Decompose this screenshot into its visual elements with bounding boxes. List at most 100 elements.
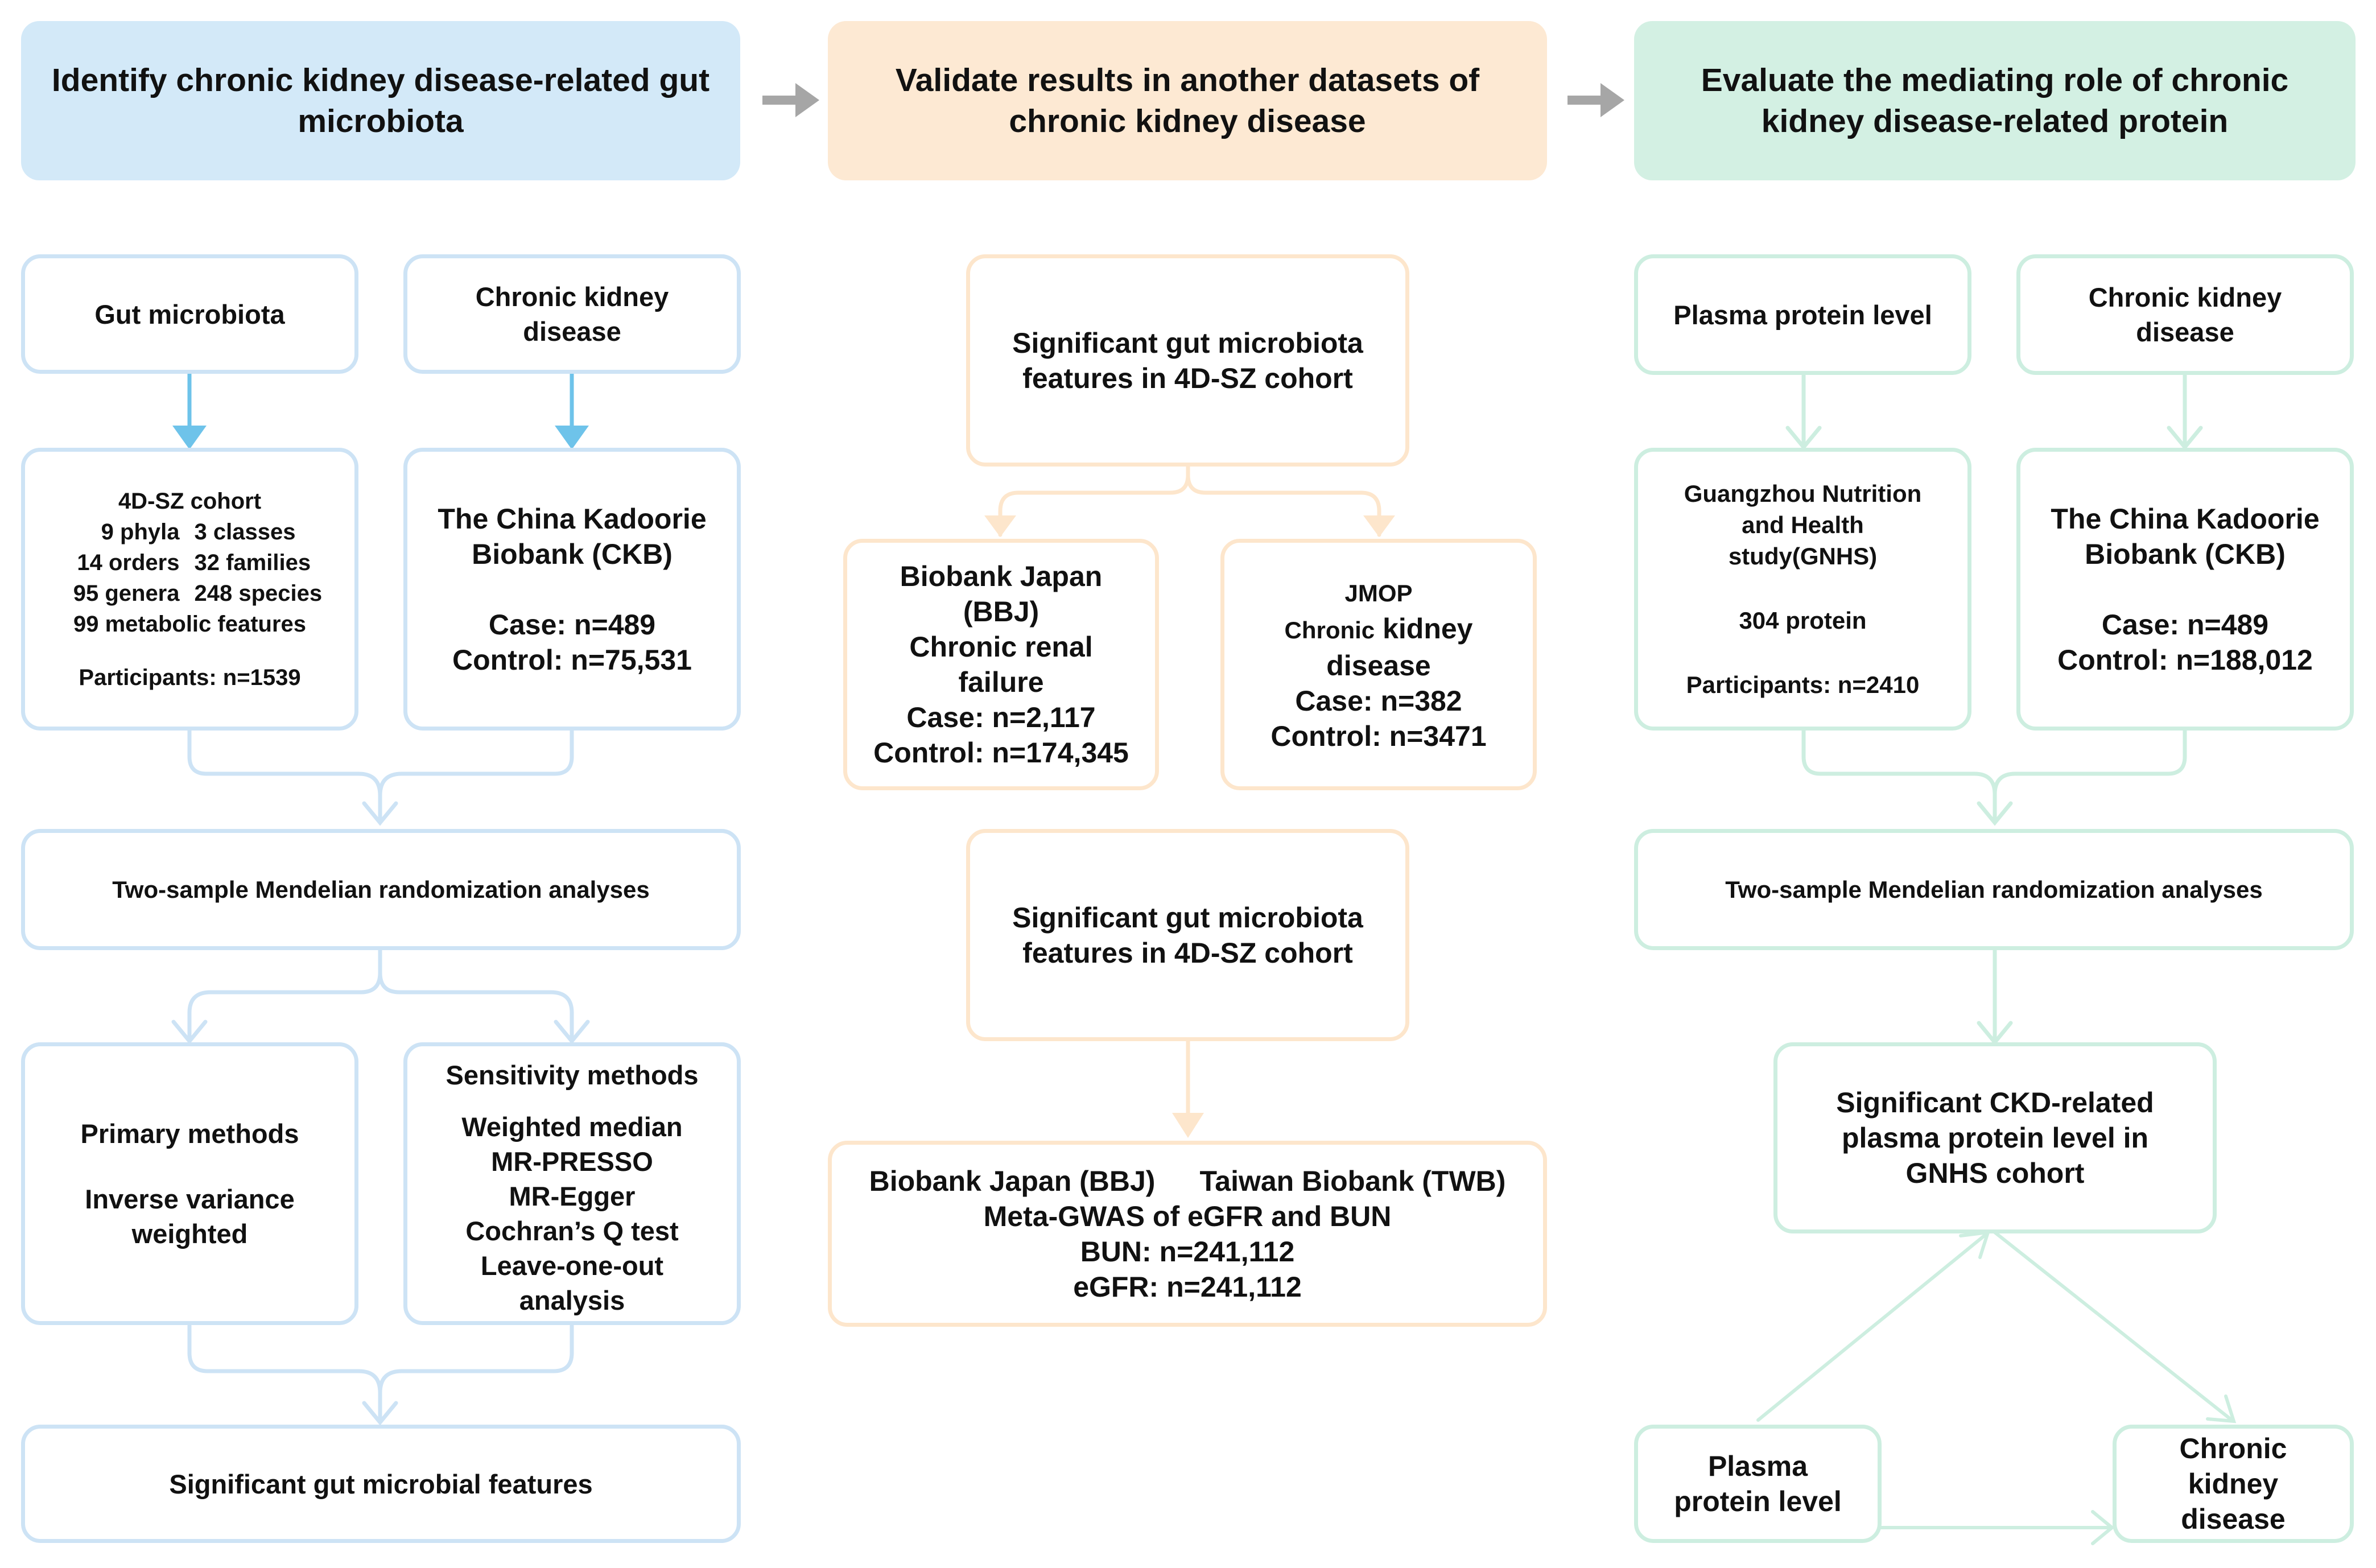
significant-protein-box: Significant CKD-related plasma protein l… (1773, 1042, 2217, 1233)
bbj-case: Case: n=2,117 (906, 702, 1096, 733)
gnhs-line1: Guangzhou Nutrition (1684, 480, 1922, 507)
bbj-line: Chronic renal (909, 631, 1093, 663)
sensitivity-method: Weighted median (461, 1112, 683, 1142)
primary-methods-box: Primary methods Inverse variance weighte… (21, 1042, 358, 1325)
bbj-line: (BBJ) (963, 596, 1040, 628)
bbj-line: Biobank Japan (900, 560, 1103, 592)
sensitivity-methods-box: Sensitivity methods Weighted median MR-P… (403, 1042, 741, 1325)
mr-analysis-box-right: Two-sample Mendelian randomization analy… (1634, 829, 2354, 950)
cohort-classes: 3 classes (194, 519, 296, 544)
jmop-control: Control: n=3471 (1270, 720, 1487, 752)
significant-protein-line2: plasma protein level in (1841, 1122, 2149, 1154)
sensitivity-method: MR-PRESSO (491, 1146, 653, 1177)
cohort-genera: 95 genera (73, 580, 180, 606)
mr-analysis-label-left: Two-sample Mendelian randomization analy… (112, 876, 650, 903)
left-merge-to-mr (187, 727, 574, 826)
cohort-participants: Participants: n=1539 (79, 665, 301, 690)
cohort-row-phyla: 9 phyla 3 classes (49, 517, 331, 547)
meta-egfr: eGFR: n=241,112 (1073, 1270, 1302, 1303)
jmop-title: JMOP (1344, 579, 1413, 606)
ckb-left-title-1: The China Kadoorie (438, 502, 707, 535)
cohort-orders: 14 orders (77, 550, 180, 575)
plasma-small-line1: Plasma (1707, 1450, 1808, 1482)
significant-protein-line1: Significant CKD-related (1836, 1087, 2154, 1119)
significant-gut-bottom-line2: features in 4D-SZ cohort (1022, 936, 1353, 969)
mr-analysis-box-left: Two-sample Mendelian randomization analy… (21, 829, 741, 950)
ckd-small-line2: kidney (2188, 1468, 2279, 1500)
meta-title: Meta-GWAS of eGFR and BUN (983, 1200, 1392, 1232)
header-left: Identify chronic kidney disease-related … (21, 21, 740, 180)
gnhs-box: Guangzhou Nutrition and Health study(GNH… (1634, 448, 1971, 731)
sensitivity-method: Cochran’s Q test (465, 1216, 679, 1246)
primary-method-line2: weighted (131, 1219, 248, 1249)
primary-methods-title: Primary methods (80, 1119, 299, 1149)
header-right-text: Evaluate the mediating role of chronic k… (1701, 62, 2289, 139)
ckb-box-right: The China Kadoorie Biobank (CKB) Case: n… (2016, 448, 2354, 731)
significant-gut-top-line2: features in 4D-SZ cohort (1022, 362, 1353, 394)
sensitivity-method: analysis (519, 1285, 625, 1315)
ckd-label-left: Chronic kidney disease (475, 282, 669, 346)
sensitivity-method: MR-Egger (509, 1181, 636, 1211)
primary-method-line1: Inverse variance (85, 1184, 295, 1214)
right-arrows-top (1785, 373, 2203, 451)
ckd-box-right: Chronic kidney disease (2016, 254, 2354, 375)
significant-gut-top-box: Significant gut microbiota features in 4… (966, 254, 1409, 467)
plasma-protein-box: Plasma protein level (1634, 254, 1971, 375)
left-split-from-mr (171, 948, 590, 1045)
header-left-text: Identify chronic kidney disease-related … (51, 62, 710, 139)
cohort-families: 32 families (194, 550, 311, 575)
sensitivity-title: Sensitivity methods (446, 1060, 699, 1090)
ckd-small-line3: disease (2181, 1503, 2286, 1535)
gnhs-protein: 304 protein (1739, 607, 1867, 634)
bbj-line: failure (958, 666, 1044, 698)
plasma-small-line2: protein level (1674, 1486, 1842, 1517)
ckb-right-title-2: Biobank (CKB) (2085, 538, 2286, 570)
significant-protein-line3: GNHS cohort (1905, 1157, 2085, 1189)
jmop-chronic: Chronic (1284, 616, 1375, 643)
meta-biobanks-row: Biobank Japan (BBJ) Taiwan Biobank (TWB) (869, 1163, 1506, 1199)
significant-gut-bottom-box: Significant gut microbiota features in 4… (966, 829, 1409, 1041)
significant-gut-bottom-line1: Significant gut microbiota (1012, 901, 1363, 934)
ckd-small-line1: Chronic (2179, 1433, 2287, 1464)
meta-twb: Taiwan Biobank (TWB) (1199, 1165, 1506, 1197)
jmop-kidney: kidney (1383, 612, 1473, 645)
cohort-metabolic: 99 metabolic features (73, 611, 307, 637)
right-arrow-to-significant (1977, 948, 2013, 1046)
header-arrow-right (1568, 83, 1624, 117)
ckd-label-right: Chronic kidney disease (2088, 282, 2282, 347)
plasma-protein-small-box: Plasma protein level (1634, 1425, 1882, 1543)
left-arrows-top (172, 373, 589, 449)
bbj-control: Control: n=174,345 (873, 737, 1129, 769)
gnhs-line2: and Health (1742, 511, 1864, 538)
cohort-species: 248 species (194, 580, 323, 606)
left-merge-to-result (187, 1323, 574, 1426)
meta-bbj: Biobank Japan (BBJ) (869, 1165, 1156, 1197)
ckb-left-control: Control: n=75,531 (452, 643, 692, 676)
ckb-left-case: Case: n=489 (488, 608, 656, 641)
middle-arrow-down (1172, 1041, 1204, 1138)
cohort-row-orders: 14 orders 32 families (49, 547, 331, 578)
cohort-4d-sz-box: 4D-SZ cohort 9 phyla 3 classes 14 orders… (21, 448, 358, 731)
gnhs-line3: study(GNHS) (1728, 543, 1878, 570)
cohort-row-genera: 95 genera 248 species (49, 578, 331, 609)
mr-analysis-label-right: Two-sample Mendelian randomization analy… (1725, 876, 2263, 903)
middle-split (984, 464, 1395, 537)
ckd-box-left: Chronic kidney disease (403, 254, 741, 374)
ckb-right-case: Case: n=489 (2101, 608, 2269, 641)
header-arrow-left (762, 83, 819, 117)
header-middle: Validate results in another datasets of … (828, 21, 1547, 180)
meta-gwas-box: Biobank Japan (BBJ) Taiwan Biobank (TWB)… (828, 1141, 1547, 1327)
gut-microbiota-label: Gut microbiota (94, 299, 285, 329)
right-merge-to-mr (1801, 728, 2187, 826)
jmop-disease: disease (1326, 649, 1431, 682)
ckb-right-title-1: The China Kadoorie (2051, 502, 2320, 535)
bbj-box: Biobank Japan (BBJ) Chronic renal failur… (843, 539, 1159, 790)
sensitivity-method: Leave-one-out (480, 1251, 664, 1281)
gut-microbiota-box: Gut microbiota (21, 254, 358, 374)
cohort-phyla: 9 phyla (101, 519, 180, 544)
cohort-title: 4D-SZ cohort (118, 488, 262, 514)
header-middle-text: Validate results in another datasets of … (895, 62, 1480, 139)
ckb-left-title-2: Biobank (CKB) (472, 538, 673, 570)
gut-features-result-box: Significant gut microbial features (21, 1425, 741, 1543)
